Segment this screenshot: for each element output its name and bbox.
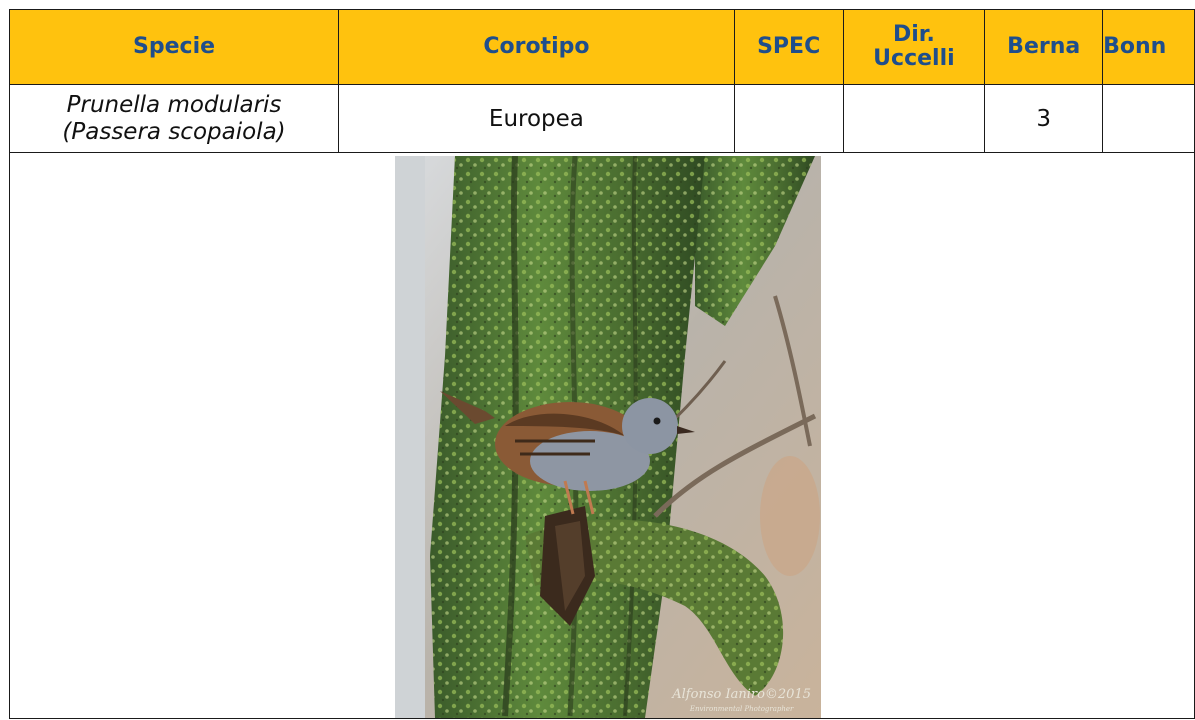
header-berna: Berna	[984, 9, 1104, 85]
species-table: Specie Corotipo SPEC Dir. Uccelli Berna …	[8, 9, 1195, 719]
common-name: (Passera scopaiola)	[62, 118, 286, 145]
photo-credit-sub: Environmental Photographer	[689, 705, 794, 713]
header-specie: Specie	[8, 9, 340, 85]
corotipo-cell: Europea	[338, 84, 735, 153]
spec-cell	[733, 84, 844, 153]
dir-uccelli-cell	[842, 84, 986, 153]
scientific-name: Prunella modularis	[66, 91, 282, 118]
header-dir-uccelli-line1: Dir.	[892, 22, 935, 47]
header-bonn: Bonn	[1102, 9, 1195, 85]
photo-row: Alfonso Ianiro©2015 Environmental Photog…	[9, 152, 1195, 719]
bird-photo: Alfonso Ianiro©2015 Environmental Photog…	[395, 156, 821, 718]
berna-cell: 3	[984, 84, 1104, 153]
bonn-cell	[1102, 84, 1195, 153]
header-dir-uccelli: Dir. Uccelli	[842, 9, 986, 85]
header-row: Specie Corotipo SPEC Dir. Uccelli Berna …	[8, 9, 1195, 85]
header-corotipo: Corotipo	[338, 9, 735, 85]
header-dir-uccelli-line2: Uccelli	[873, 46, 955, 71]
bird-photo-image	[395, 156, 821, 718]
photo-credit-name: Alfonso Ianiro©2015	[672, 687, 811, 702]
species-name-cell: Prunella modularis (Passera scopaiola)	[8, 84, 340, 153]
header-spec: SPEC	[733, 9, 844, 85]
photo-credit: Alfonso Ianiro©2015 Environmental Photog…	[672, 688, 811, 716]
table-row: Prunella modularis (Passera scopaiola) E…	[8, 84, 1195, 153]
photo-cell: Alfonso Ianiro©2015 Environmental Photog…	[9, 152, 1195, 719]
